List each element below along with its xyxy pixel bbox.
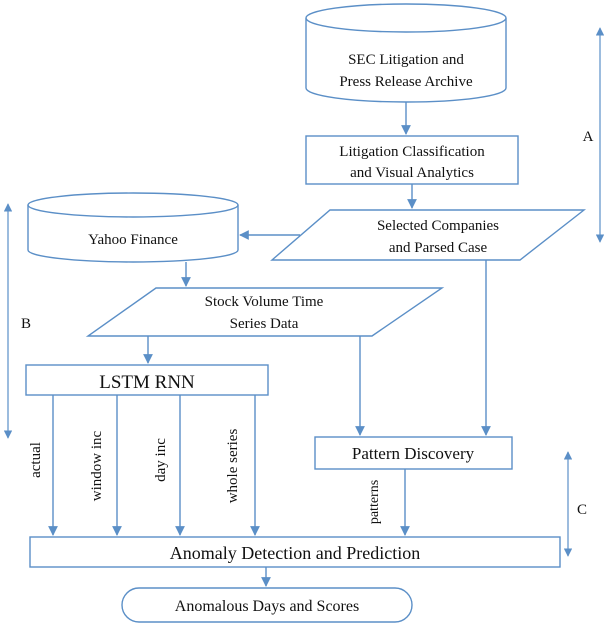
- edge-label-window-inc: window inc: [89, 430, 105, 501]
- sec-archive-database: SEC Litigation and Press Release Archive: [305, 3, 507, 103]
- pattern-discovery-label: Pattern Discovery: [352, 444, 475, 463]
- lstm-rnn-label: LSTM RNN: [99, 372, 195, 393]
- stock-volume-data: Stock Volume Time Series Data: [85, 287, 445, 337]
- selected-companies-data: Selected Companies and Parsed Case: [270, 209, 587, 261]
- phase-c-label: C: [577, 502, 587, 518]
- pattern-discovery-box: Pattern Discovery: [314, 436, 513, 470]
- anomalous-days-label: Anomalous Days and Scores: [175, 598, 359, 615]
- anomaly-detection-label: Anomaly Detection and Prediction: [170, 543, 420, 563]
- yahoo-finance-label: Yahoo Finance: [88, 232, 178, 248]
- sec-archive-line1: SEC Litigation and: [348, 52, 464, 68]
- edge-label-whole-series: whole series: [225, 429, 241, 504]
- anomalous-days-terminal: Anomalous Days and Scores: [121, 587, 413, 623]
- edge-label-patterns: patterns: [367, 480, 382, 524]
- litigation-classification-box: Litigation Classification and Visual Ana…: [305, 135, 519, 185]
- phase-b-label: B: [21, 316, 31, 332]
- lstm-rnn-box: LSTM RNN: [25, 364, 269, 396]
- selected-companies-line1: Selected Companies: [377, 218, 499, 234]
- edge-label-actual: actual: [28, 442, 44, 478]
- edge-label-day-inc: day inc: [153, 438, 169, 482]
- phase-a-label: A: [583, 129, 594, 145]
- litigation-classification-line2: and Visual Analytics: [350, 165, 474, 181]
- stock-volume-line1: Stock Volume Time: [205, 294, 324, 310]
- yahoo-finance-database: Yahoo Finance: [27, 192, 239, 263]
- anomaly-detection-box: Anomaly Detection and Prediction: [29, 536, 561, 568]
- selected-companies-line2: and Parsed Case: [389, 240, 488, 256]
- sec-archive-line2: Press Release Archive: [339, 74, 473, 90]
- litigation-classification-line1: Litigation Classification: [339, 144, 485, 160]
- stock-volume-line2: Series Data: [230, 316, 299, 332]
